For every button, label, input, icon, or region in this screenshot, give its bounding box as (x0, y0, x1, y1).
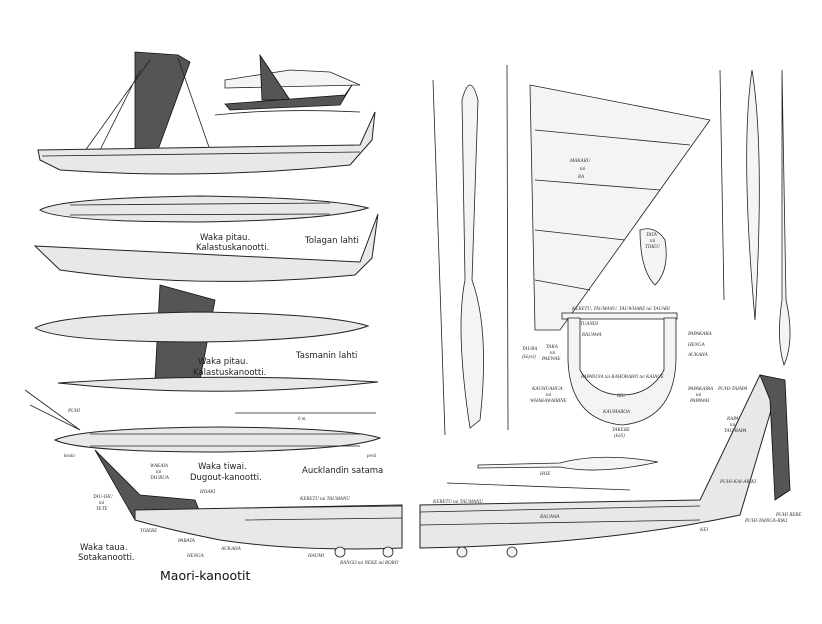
caption-4a: Waka taua. (80, 543, 128, 553)
caption-3b: Dugout-kanootti. (190, 473, 262, 483)
label-pera: perä (366, 454, 377, 459)
label-taka: TAKA (546, 345, 559, 350)
caption-1a: Waka pitau. (200, 233, 250, 243)
label-ra: RA (577, 175, 585, 180)
label-kauhuahua: KAUHUAHUA (531, 387, 563, 392)
label-henga: HENGA (186, 554, 205, 559)
label-tai: tai (550, 351, 556, 356)
canoe-dugout-top (53, 426, 382, 453)
scale-label: 6 m. (298, 417, 307, 422)
label-tai: tai (730, 423, 736, 428)
canoe-waka-pitau-sail (37, 51, 376, 175)
label-tuandi: TUANDI (580, 322, 598, 327)
label-papanuia: PAPANUIA tai KAHORAHO tai KAIAUE (580, 375, 664, 380)
label-takere: TAKERE (612, 428, 630, 433)
label-rauawa: RAUAWA (539, 515, 560, 520)
puhi-streamers (24, 389, 81, 431)
label-paewae: PAEWAE (541, 357, 560, 362)
caption-2b: Kalastuskanootti. (193, 368, 266, 378)
label-aukaha: AUKAHA (687, 353, 709, 358)
caption-1b: Kalastuskanootti. (196, 243, 269, 253)
pole (446, 482, 631, 491)
label-puhi: PUHI (67, 409, 80, 414)
label-tai: tai (650, 239, 656, 244)
label-keretu-top: KERETU, TAUMANU, TAUWHARE tai TAUARI (571, 307, 670, 312)
caption-3a: Waka tiwai. (198, 462, 247, 472)
label-whakawairine: WHAKAWAIRINE (530, 399, 567, 404)
label-puhi-tainga: PUHI-TAINGA-RIKI (744, 519, 787, 524)
label-tiheu: TIHEU (645, 245, 660, 250)
war-canoe-stern (419, 374, 791, 558)
place-3: Aucklandin satama (302, 466, 383, 476)
canoe-top-view-2 (33, 311, 370, 343)
canoe-side-view-2 (33, 213, 379, 282)
label-tai: tai (580, 167, 586, 172)
label-keretu: KERETU tai TAUMANU (299, 497, 350, 502)
label-wakaia: WAKAIA (150, 464, 169, 469)
canoe-top-view-1 (39, 195, 370, 223)
label-tata: TATA (646, 233, 658, 238)
label-tai: tai (696, 393, 702, 398)
label-aukaha: AUKAHA (220, 547, 242, 552)
war-canoe-bow (94, 449, 403, 558)
label-tai: tai (156, 470, 162, 475)
label-tauihu: TAU-IHU (93, 495, 113, 500)
paddle-hoe (477, 456, 659, 471)
sail-makaru (529, 84, 711, 331)
place-1: Tolagan lahti (304, 236, 359, 246)
label-tai: tai (99, 501, 105, 506)
label-puhi-rere: PUHI RERE (775, 513, 801, 518)
label-makaru: MAKARU (569, 159, 591, 164)
label-koli: (köli) (614, 434, 625, 439)
label-taurapa: TAU-RAPA (724, 429, 747, 434)
paddles-and-spears (432, 64, 791, 436)
label-puhi-kai-ariki: PUHI-KAI-ARIKI (719, 480, 756, 485)
label-riu: RIU (616, 394, 626, 399)
page-title: Maori-kanootit (160, 568, 250, 583)
label-koysi: (köysi) (522, 355, 536, 360)
inset-sailing-scene (214, 53, 361, 116)
label-kei: KEI (699, 528, 708, 533)
label-rauawa: RAUAWA (581, 333, 602, 338)
label-tai: tai (546, 393, 552, 398)
label-haumi: HAUMI (307, 554, 324, 559)
label-toiere: TOIERE (140, 529, 157, 534)
caption-2a: Waka pitau. (198, 357, 248, 367)
label-puhi-taiapa: PUHI-TAIAPA (717, 387, 748, 392)
label-hoe: HOE (539, 472, 550, 477)
label-keretu: KERETU tai TAUMANU (432, 500, 483, 505)
label-papawai: PAPAWAI (689, 399, 710, 404)
hull-cross-section (561, 312, 678, 426)
label-hoaki: HOAKI (199, 490, 216, 495)
label-tete: TETE (96, 507, 108, 512)
label-papakaka: PAPAKAKA (687, 332, 713, 337)
label-henga: HENGA (687, 343, 706, 348)
label-kaumaroa: KAUMAROA (602, 410, 631, 415)
label-rapa: RAPA (726, 417, 740, 422)
label-parata: PARATA (177, 539, 196, 544)
canoe-hull-outline (57, 376, 379, 392)
label-papakaira: PAPAKAIRA (687, 387, 714, 392)
label-keula: keula (64, 454, 75, 459)
label-taurua: TAURUA (150, 476, 170, 481)
label-rango: RANGO tai NEKE tai RORO (339, 561, 399, 566)
place-2: Tasmanin lahti (295, 351, 357, 361)
label-taura: TAURA (522, 347, 538, 352)
caption-4b: Sotakanootti. (78, 553, 135, 563)
